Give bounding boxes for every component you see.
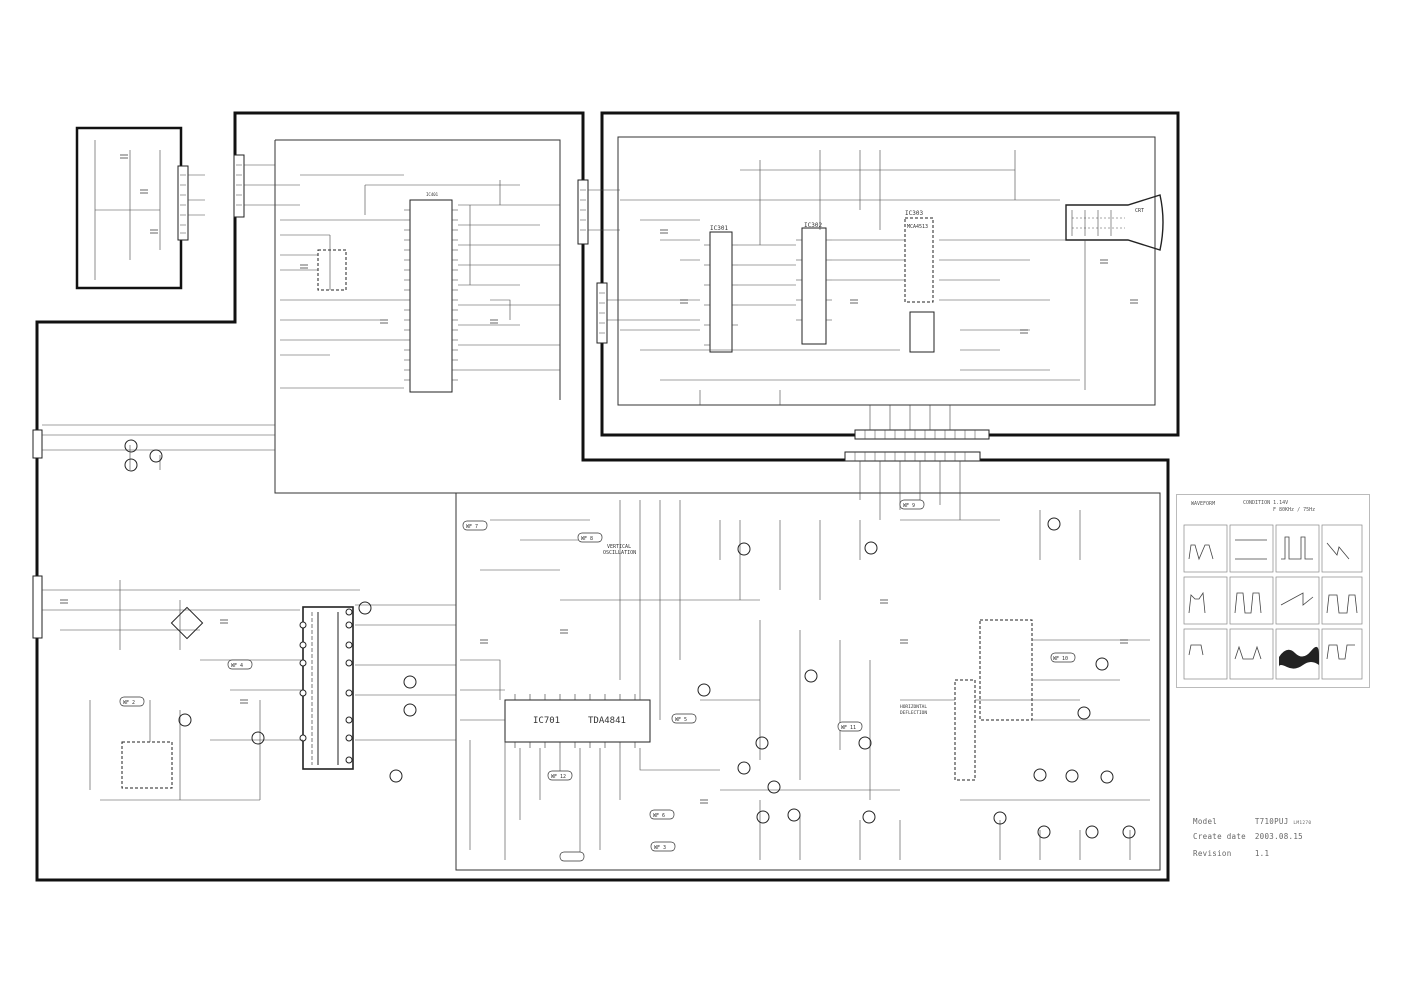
waveform-tags	[119, 499, 1076, 862]
svg-text:HORIZONTAL: HORIZONTAL	[900, 704, 927, 710]
svg-text:IC701: IC701	[533, 716, 560, 726]
ic-labels: IC701 TDA4841 IC301 IC302 IC303 MCA4513 …	[426, 192, 1144, 726]
waveform-tag-labels: WF 2 WF 4 WF 7 WF 8 WF 9 WF 5 WF 11 WF 1…	[123, 503, 1068, 851]
svg-text:WF 4: WF 4	[231, 663, 243, 669]
svg-text:IC401: IC401	[426, 192, 439, 197]
waveform-panel-title: WAVEFORM	[1191, 501, 1216, 507]
svg-text:IC303: IC303	[905, 210, 923, 217]
create-date-label: Create date	[1193, 832, 1246, 841]
ic-bodies	[121, 199, 1033, 789]
bridge-rectifier	[170, 606, 204, 640]
svg-text:DEFLECTION: DEFLECTION	[900, 710, 927, 716]
model-suffix: LM1270	[1293, 821, 1312, 826]
svg-text:WF 6: WF 6	[653, 813, 665, 819]
waveform-panel-condition: CONDITION 1.14V	[1243, 500, 1289, 506]
svg-text:WF 12: WF 12	[551, 774, 566, 780]
model-value: T710PUJ	[1254, 817, 1289, 826]
crt-socket	[1065, 194, 1164, 251]
ic-pins	[404, 209, 832, 748]
svg-text:WF 11: WF 11	[841, 725, 856, 731]
create-date-line: Create date 2003.08.15	[1193, 832, 1303, 841]
flyback-transformer	[302, 606, 354, 770]
svg-text:WF 3: WF 3	[654, 845, 666, 851]
board-outline	[35, 111, 1180, 882]
svg-text:IC301: IC301	[710, 225, 728, 232]
svg-text:WF 5: WF 5	[675, 717, 687, 723]
transformer-taps	[299, 608, 353, 764]
connector-pins	[180, 164, 976, 461]
svg-text:WF 9: WF 9	[903, 503, 915, 509]
revision-line: Revision 1.1	[1193, 849, 1269, 858]
create-date-value: 2003.08.15	[1254, 832, 1303, 841]
svg-text:WF 10: WF 10	[1053, 656, 1068, 662]
model-label: Model	[1193, 817, 1218, 826]
model-line: Model T710PUJ LM1270	[1193, 817, 1311, 826]
svg-text:OSCILLATION: OSCILLATION	[603, 550, 636, 556]
component-marks	[60, 154, 1138, 804]
waveform-panel-freq: F 80KHz / 75Hz	[1273, 507, 1316, 513]
svg-text:WF 2: WF 2	[123, 700, 135, 706]
revision-label: Revision	[1193, 849, 1232, 858]
waveform-grid	[1183, 524, 1363, 680]
svg-text:IC302: IC302	[804, 222, 822, 229]
svg-text:WF 8: WF 8	[581, 536, 593, 542]
connectors	[32, 154, 990, 639]
svg-text:MCA4513: MCA4513	[907, 224, 928, 230]
svg-text:CRT: CRT	[1135, 208, 1144, 214]
wiring	[42, 140, 1150, 860]
sub-board-outlines	[274, 136, 1161, 871]
svg-text:TDA4841: TDA4841	[588, 716, 626, 726]
svg-text:VERTICAL: VERTICAL	[607, 544, 631, 550]
revision-value: 1.1	[1254, 849, 1270, 858]
transistors	[124, 439, 1136, 839]
waveform-panel: WAVEFORM CONDITION 1.14V F 80KHz / 75Hz	[1176, 494, 1370, 688]
svg-text:WF 7: WF 7	[466, 524, 478, 530]
